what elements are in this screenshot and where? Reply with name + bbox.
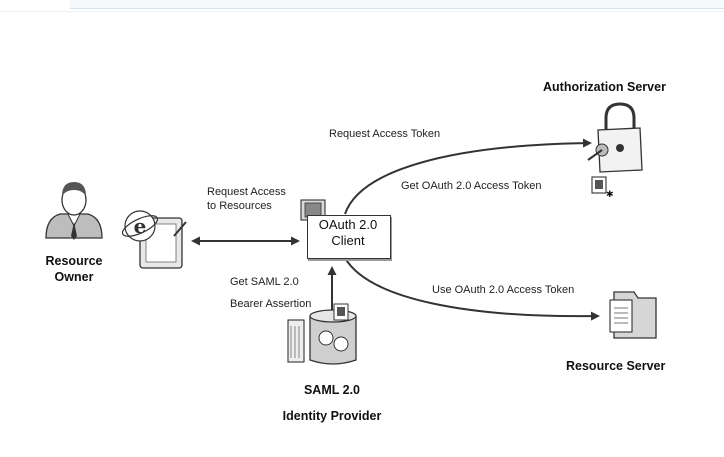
resource-owner-label: Resource Owner: [45, 254, 103, 284]
oauth-client-box: [307, 215, 391, 259]
saml-bearer-label: Bearer Assertion: [230, 298, 312, 310]
top-bar: [70, 0, 724, 9]
arrow-use-token: [344, 257, 600, 321]
request-token-label: Request Access Token: [329, 128, 441, 140]
get-token-label: Get OAuth 2.0 Access Token: [401, 180, 542, 192]
idp-title-label: SAML 2.0: [303, 383, 361, 397]
top-divider: [0, 11, 724, 12]
idp-subtitle-label: Identity Provider: [282, 409, 382, 423]
arrow-request-token: [344, 138, 592, 215]
resource-server-label: Resource Server: [566, 359, 666, 373]
oauth-client-label: OAuth 2.0 Client: [318, 217, 378, 248]
use-token-label: Use OAuth 2.0 Access Token: [432, 284, 575, 296]
authorization-server-label: Authorization Server: [543, 80, 666, 94]
svg-text:e: e: [134, 214, 147, 238]
request-access-label: Request Access to Resources: [207, 186, 286, 212]
identity-server-icon: [287, 303, 357, 365]
lock-key-icon: [587, 102, 643, 173]
browser-tablet-icon: e: [121, 210, 187, 269]
access-token-icon: ✱: [591, 176, 614, 199]
folder-documents-icon: [609, 291, 657, 339]
saml-get-label: Get SAML 2.0: [230, 276, 299, 288]
person-icon: [45, 182, 103, 240]
svg-text:✱: ✱: [606, 189, 614, 199]
